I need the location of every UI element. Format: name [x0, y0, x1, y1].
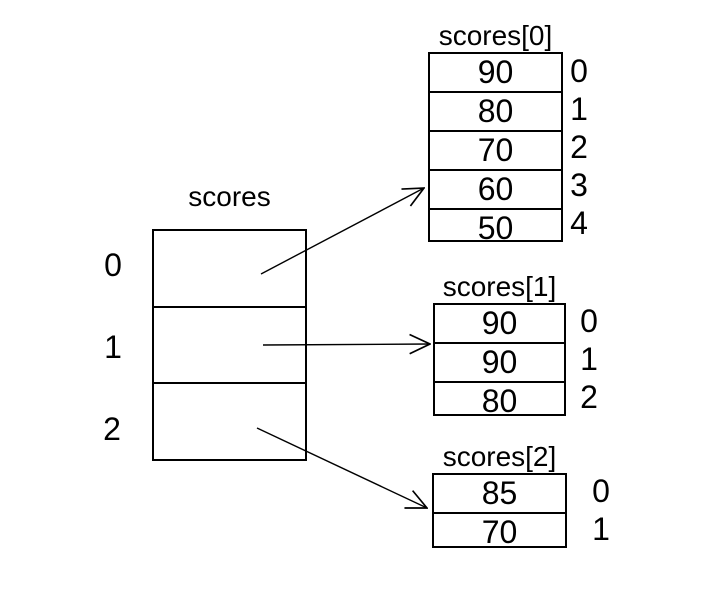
array-cell: 90: [435, 342, 564, 381]
sub-array-0-title: scores[0]: [438, 20, 553, 51]
main-array-box: [152, 229, 307, 461]
sub-array-2-title: scores[2]: [442, 441, 557, 472]
main-array-cell-0: [154, 231, 305, 306]
main-array-index-2: 2: [103, 411, 121, 447]
array-cell: 80: [430, 91, 561, 130]
index-label: 4: [570, 204, 588, 241]
sub-array-2-indices: 0 1: [588, 473, 614, 548]
array-cell: 90: [481, 305, 518, 341]
array-cell: 85: [481, 475, 518, 511]
index-label: 0: [570, 52, 588, 89]
index-label: 2: [570, 128, 588, 165]
main-array-index-1: 1: [104, 329, 122, 365]
sub-array-1-table: 90 90 80: [433, 303, 566, 419]
main-array-index-0: 0: [104, 247, 122, 283]
sub-array-1-title: scores[1]: [442, 271, 557, 302]
sub-array-1-indices: 0 1 2: [576, 303, 602, 416]
main-array-cell-2: [154, 382, 305, 459]
main-array-title: scores: [188, 181, 271, 212]
index-label: 2: [580, 378, 598, 415]
array-cell: 70: [430, 130, 561, 169]
index-label: 0: [580, 303, 598, 340]
array-cell: 50: [430, 208, 561, 247]
array-cell: 60: [430, 169, 561, 208]
array-cell: 70: [434, 512, 565, 551]
sub-array-0-table: 90 80 70 60 50: [428, 52, 563, 246]
index-label: 1: [580, 341, 598, 377]
index-label: 0: [592, 473, 610, 510]
array-cell: 80: [435, 381, 564, 420]
index-label: 1: [592, 510, 610, 547]
index-label: 1: [570, 90, 588, 127]
sub-array-2-table: 85 70: [432, 473, 567, 551]
sub-array-0-indices: 0 1 2 3 4: [566, 52, 592, 242]
array-cell: 90: [477, 54, 514, 90]
main-array-cell-1: [154, 305, 305, 383]
index-label: 3: [570, 166, 588, 203]
